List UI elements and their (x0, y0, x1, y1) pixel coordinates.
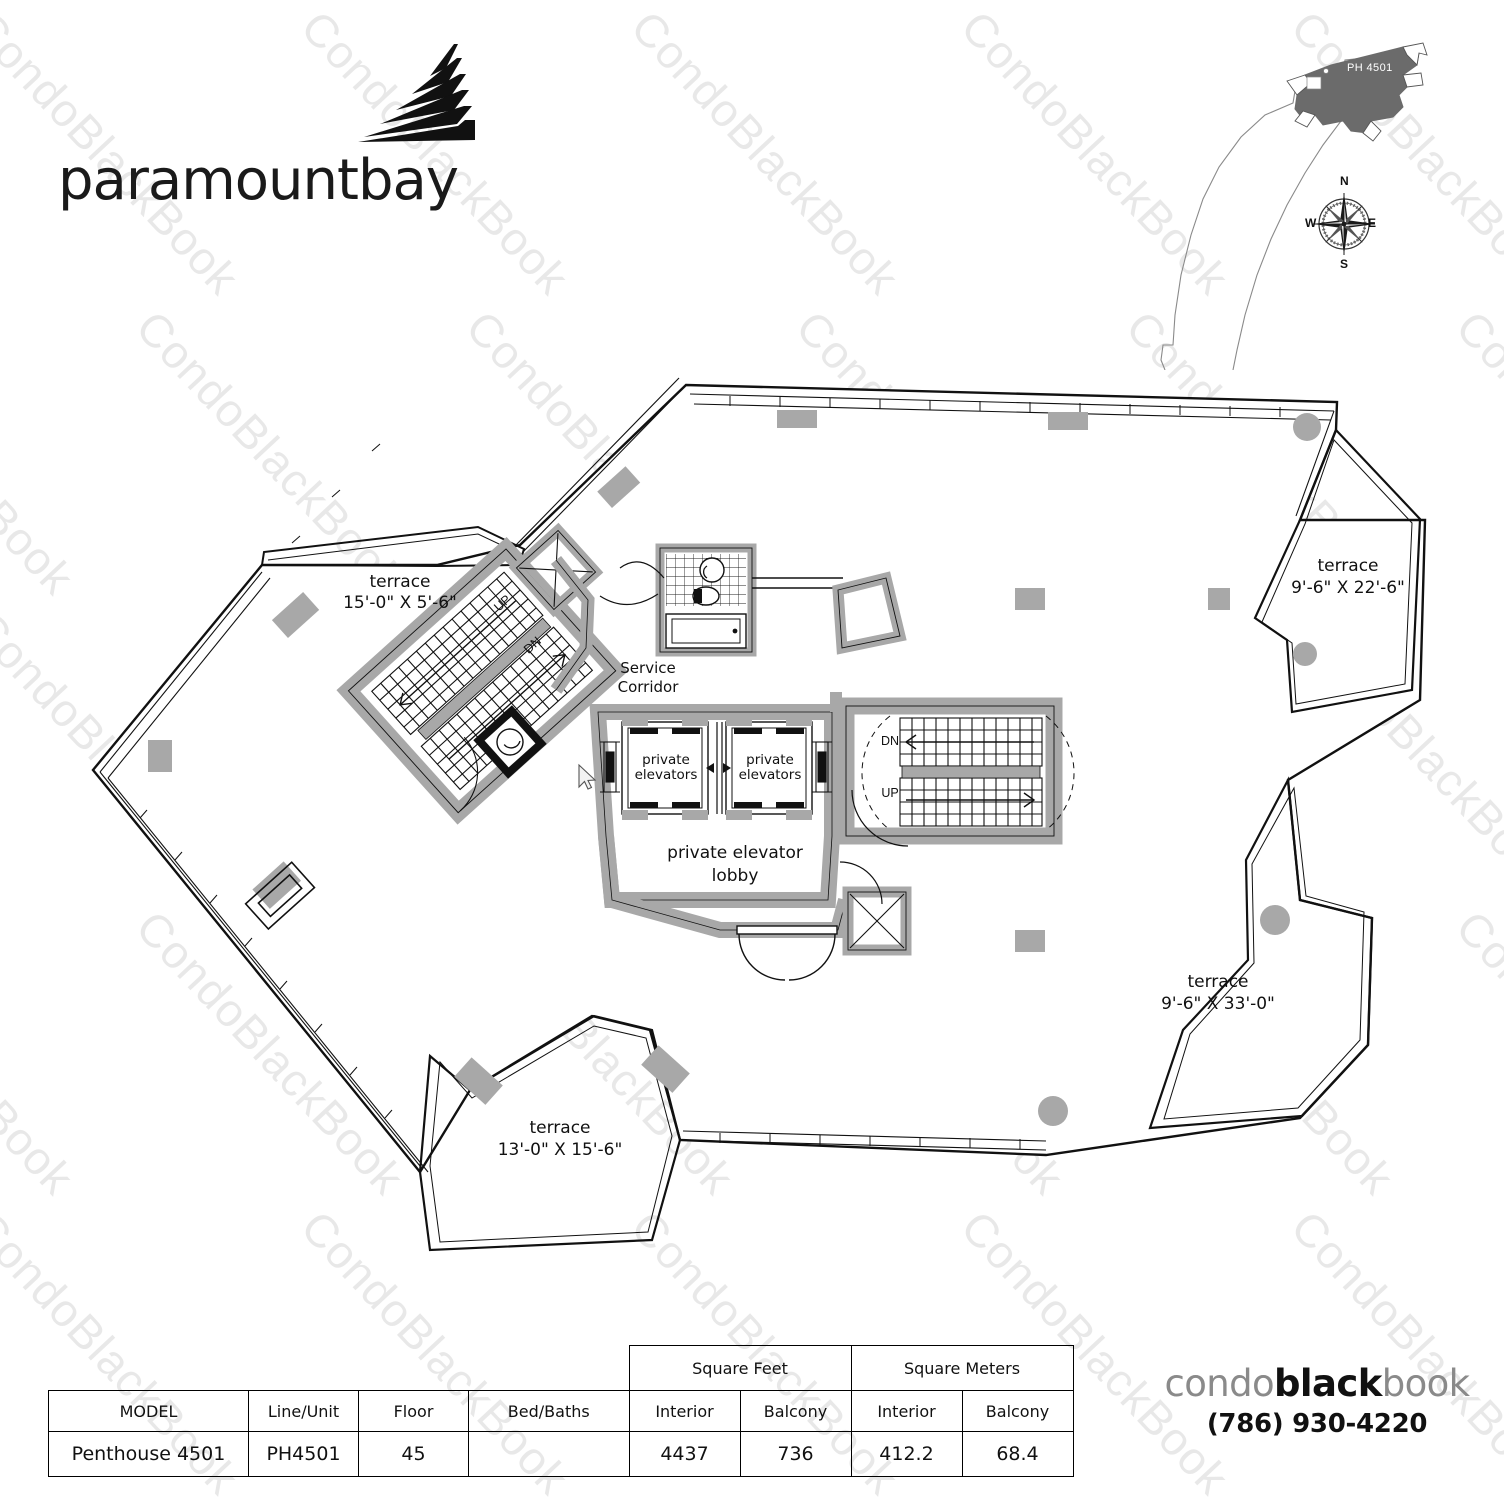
condoblackbook-wordmark: condoblackbook (1152, 1362, 1482, 1405)
compass-south-label: S (1340, 257, 1349, 271)
column-header-bed-baths: Bed/Baths (468, 1390, 630, 1432)
key-plan (1160, 42, 1428, 370)
cbb-part-black: black (1274, 1362, 1382, 1405)
cell-bed-baths (468, 1431, 630, 1477)
group-header-square-meters: Square Meters (850, 1345, 1074, 1391)
cell-sf-balcony: 736 (739, 1431, 852, 1477)
condoblackbook-brand: condoblackbook (786) 930-4220 (1152, 1362, 1482, 1439)
spec-table-column-header-row: MODEL Line/Unit Floor Bed/Baths Interior… (48, 1390, 1074, 1432)
compass-west-label: W (1305, 216, 1317, 230)
cell-sf-interior: 4437 (628, 1431, 741, 1477)
cbb-part-condo: condo (1164, 1362, 1275, 1405)
table-row: Penthouse 4501 PH4501 45 4437 736 412.2 … (48, 1431, 1074, 1477)
spacer-cell-floor (359, 1346, 469, 1391)
paramount-bay-logo: paramountbay (58, 42, 488, 213)
compass-east-label: E (1368, 216, 1377, 230)
cell-sm-interior: 412.2 (850, 1431, 963, 1477)
group-header-square-feet: Square Feet (628, 1345, 852, 1391)
column-header-sm-interior: Interior (850, 1390, 963, 1432)
compass-north-label: N (1340, 174, 1349, 188)
cbb-part-book: book (1381, 1362, 1470, 1405)
spec-table-group-header-row: Square Feet Square Meters (49, 1345, 1074, 1391)
column-header-floor: Floor (358, 1390, 469, 1432)
column-header-sf-balcony: Balcony (739, 1390, 852, 1432)
column-header-model: MODEL (48, 1390, 249, 1432)
column-header-sf-interior: Interior (628, 1390, 741, 1432)
spacer-cell-model (49, 1346, 249, 1391)
spacer-cell-line (249, 1346, 359, 1391)
contact-phone-number: (786) 930-4220 (1206, 1409, 1428, 1439)
compass-rose-icon (1313, 193, 1375, 255)
column-header-line-unit: Line/Unit (248, 1390, 359, 1432)
spacer-cell-bedbaths (469, 1346, 630, 1391)
cell-line-unit: PH4501 (248, 1431, 359, 1477)
unit-spec-table: Square Feet Square Meters MODEL Line/Uni… (48, 1345, 1074, 1477)
layered-sail-icon (358, 44, 475, 142)
cell-floor: 45 (358, 1431, 469, 1477)
logo-wordmark: paramountbay (58, 148, 459, 213)
cell-sm-balcony: 68.4 (961, 1431, 1074, 1477)
column-header-sm-balcony: Balcony (961, 1390, 1074, 1432)
cell-model: Penthouse 4501 (48, 1431, 249, 1477)
